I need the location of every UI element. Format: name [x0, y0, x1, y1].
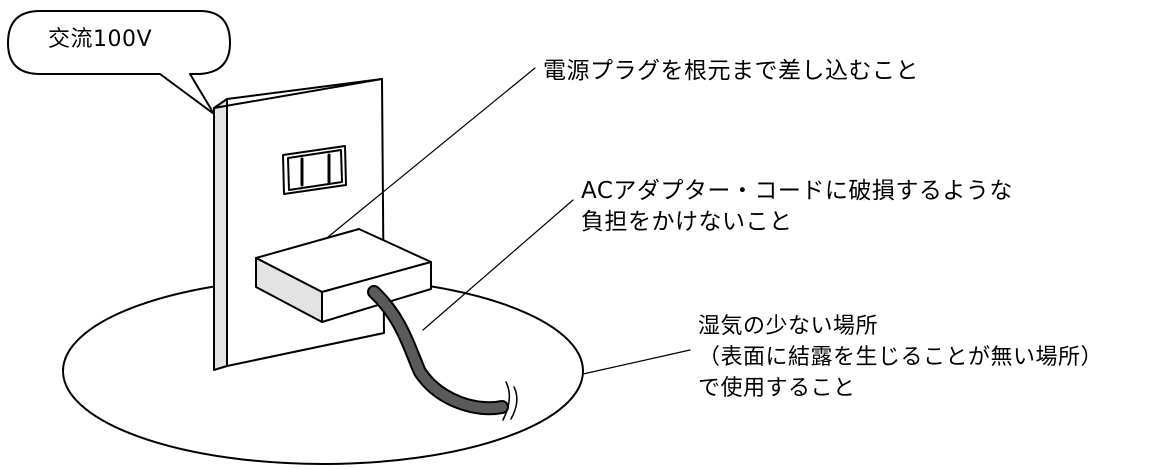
location-instruction-line3: で使用すること [698, 376, 856, 401]
leader-line-place [582, 349, 691, 375]
leader-line-plug [327, 67, 536, 238]
adapter-instruction-line2: 負担をかけないこと [581, 209, 793, 235]
location-instruction: 湿気の少ない場所 （表面に結露を生じることが無い場所） で使用すること [698, 311, 1103, 404]
adapter-instruction-line1: ACアダプター・コードに破損するような [581, 178, 1013, 204]
wall-plate [226, 78, 385, 367]
adapter-instruction: ACアダプター・コードに破損するような 負担をかけないこと [581, 176, 1013, 238]
voltage-label: 交流100V [48, 27, 153, 52]
location-instruction-line1: 湿気の少ない場所 [698, 314, 879, 339]
cord-break-mark [502, 381, 511, 421]
wall-plate-edge [213, 78, 383, 109]
location-instruction-line2: （表面に結露を生じることが無い場所） [698, 345, 1104, 370]
plug-instruction: 電源プラグを根元まで差し込むこと [543, 58, 919, 84]
leader-line-adapter [422, 199, 574, 331]
wall-plate-side [213, 98, 228, 371]
speech-bubble [7, 10, 231, 115]
